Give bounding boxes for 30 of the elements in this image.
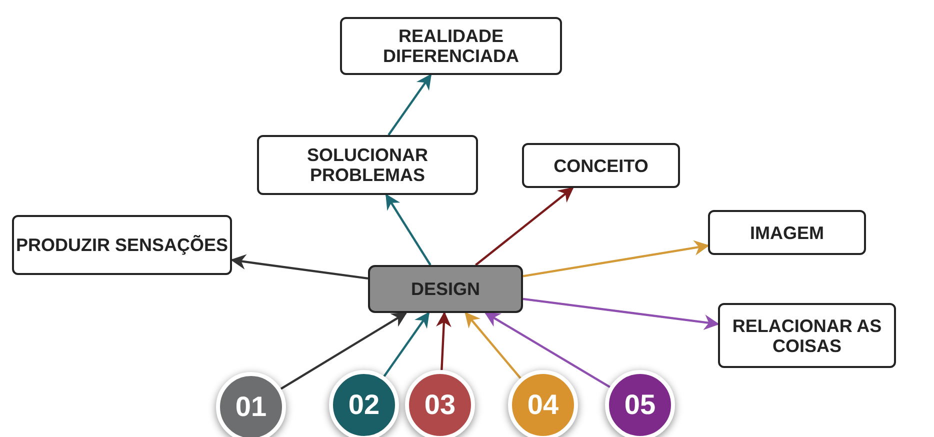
concept-label: RELACIONAR AS COISAS: [731, 316, 883, 356]
arrow: [436, 311, 452, 370]
arrow: [388, 74, 432, 136]
concept-box: [522, 143, 680, 188]
concept-label: DESIGN: [410, 279, 480, 299]
concept-box: [718, 303, 896, 368]
arrow: [522, 240, 710, 278]
arrow: [280, 312, 408, 390]
concept-box: [708, 210, 866, 255]
step-number: 01: [235, 392, 267, 422]
arrow: [475, 187, 574, 266]
concept-label: REALIDADE DIFERENCIADA: [382, 26, 520, 66]
concept-label: SOLUCIONAR PROBLEMAS: [306, 145, 429, 185]
arrow: [522, 298, 720, 330]
concept-label: CONCEITO: [554, 156, 648, 176]
central-box: [368, 265, 523, 313]
arrow: [383, 312, 430, 377]
concept-label: IMAGEM: [750, 222, 824, 242]
step-number: 05: [624, 390, 656, 420]
step-number: 04: [527, 390, 559, 420]
step-number: 03: [424, 390, 456, 420]
concept-box: [12, 215, 232, 275]
arrow: [385, 194, 432, 266]
concept-box: [257, 135, 478, 195]
concept-label: PRODUZIR SENSAÇÕES: [16, 235, 228, 255]
concept-box: [340, 17, 562, 75]
arrow: [230, 254, 368, 280]
step-number: 02: [348, 390, 380, 420]
arrow: [484, 312, 610, 388]
arrow: [464, 312, 522, 379]
